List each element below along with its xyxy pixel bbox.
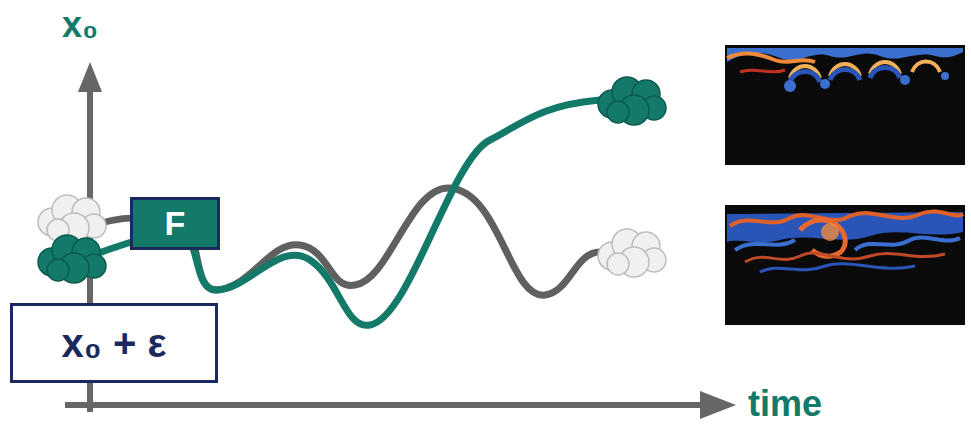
box-label: x₀ + ε	[62, 321, 167, 366]
axis-label: time	[748, 383, 822, 425]
flow-image	[725, 205, 965, 325]
axis-label: x₀	[62, 4, 98, 46]
state-cloud	[38, 235, 106, 283]
flow-image	[725, 45, 965, 165]
box-label: F	[165, 204, 186, 243]
perturbed-trajectory	[85, 100, 600, 325]
input-box: x₀ + ε	[10, 303, 218, 383]
model-box: F	[130, 197, 220, 250]
state-cloud	[598, 77, 666, 125]
state-cloud	[598, 229, 666, 277]
reference-trajectory	[85, 188, 600, 295]
